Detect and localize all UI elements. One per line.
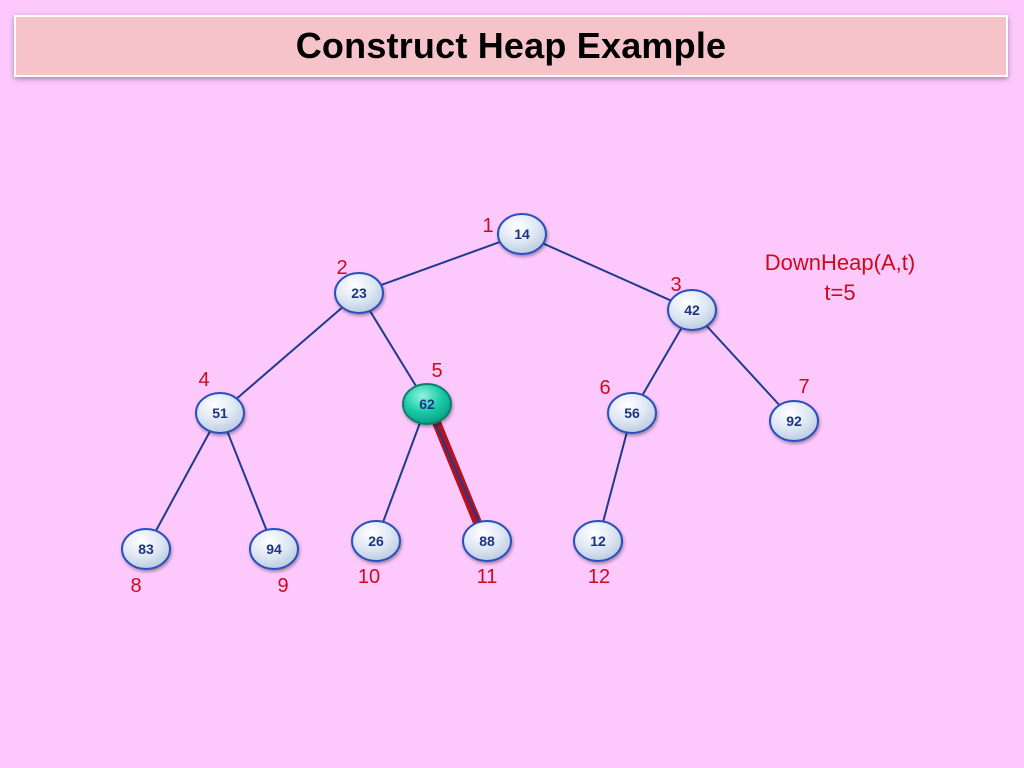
heap-node: 26 [351,520,401,562]
node-value: 83 [138,541,154,557]
heap-node: 14 [497,213,547,255]
node-value: 51 [212,405,228,421]
title-bar: Construct Heap Example [14,15,1008,77]
heap-node: 23 [334,272,384,314]
edge-5-11 [426,403,488,542]
node-index-label: 10 [358,566,380,588]
node-index-label: 6 [599,377,610,399]
heap-node: 83 [121,528,171,570]
node-circle [667,289,717,331]
downheap-t-value: t=5 [824,280,856,305]
downheap-call-label: DownHeap(A,t) [764,250,916,275]
edge-6-12 [597,412,633,542]
node-index-label: 11 [477,566,498,588]
node-value: 23 [351,285,367,301]
node-circle [195,392,245,434]
heap-node: 12 [573,520,623,562]
heap-node: 56 [607,392,657,434]
node-value: 12 [590,533,606,549]
node-index-label: 1 [482,215,493,237]
node-circle [334,272,384,314]
heap-node: 42 [667,289,717,331]
node-circle [462,520,512,562]
node-value: 26 [368,533,384,549]
node-index-label: 2 [336,257,347,279]
edge-1-3 [521,233,693,311]
heap-node: 51 [195,392,245,434]
node-index-label: 7 [798,376,809,398]
node-index-label: 3 [670,274,681,296]
edge-4-9 [219,412,275,550]
downheap-annotation: DownHeap(A,t) t=5 [740,248,940,308]
node-value: 56 [624,405,640,421]
edges-layer [145,233,795,550]
node-value: 94 [266,541,282,557]
node-circle [573,520,623,562]
heap-node: 88 [462,520,512,562]
edge-4-8 [145,412,221,550]
heap-node: 94 [249,528,299,570]
node-value: 14 [514,226,530,242]
edge-3-7 [691,309,795,422]
node-circle [351,520,401,562]
node-index-label: 9 [277,575,288,597]
node-circle [769,400,819,442]
node-circle [497,213,547,255]
edge-2-4 [219,292,360,414]
node-circle [402,383,452,425]
page-title: Construct Heap Example [295,25,727,66]
node-value: 42 [684,302,700,318]
edge-1-2 [358,233,523,294]
node-index-label: 8 [130,575,141,597]
node-circle [249,528,299,570]
active-heap-node: 62 [402,383,452,425]
heap-node: 92 [769,400,819,442]
node-index-label: 12 [588,566,610,588]
node-value: 92 [786,413,802,429]
node-circle [607,392,657,434]
node-value: 62 [419,396,435,412]
node-index-label: 4 [198,369,209,391]
node-value: 88 [479,533,495,549]
edge-5-10 [375,403,428,542]
node-circle [121,528,171,570]
node-index-label: 5 [431,360,442,382]
